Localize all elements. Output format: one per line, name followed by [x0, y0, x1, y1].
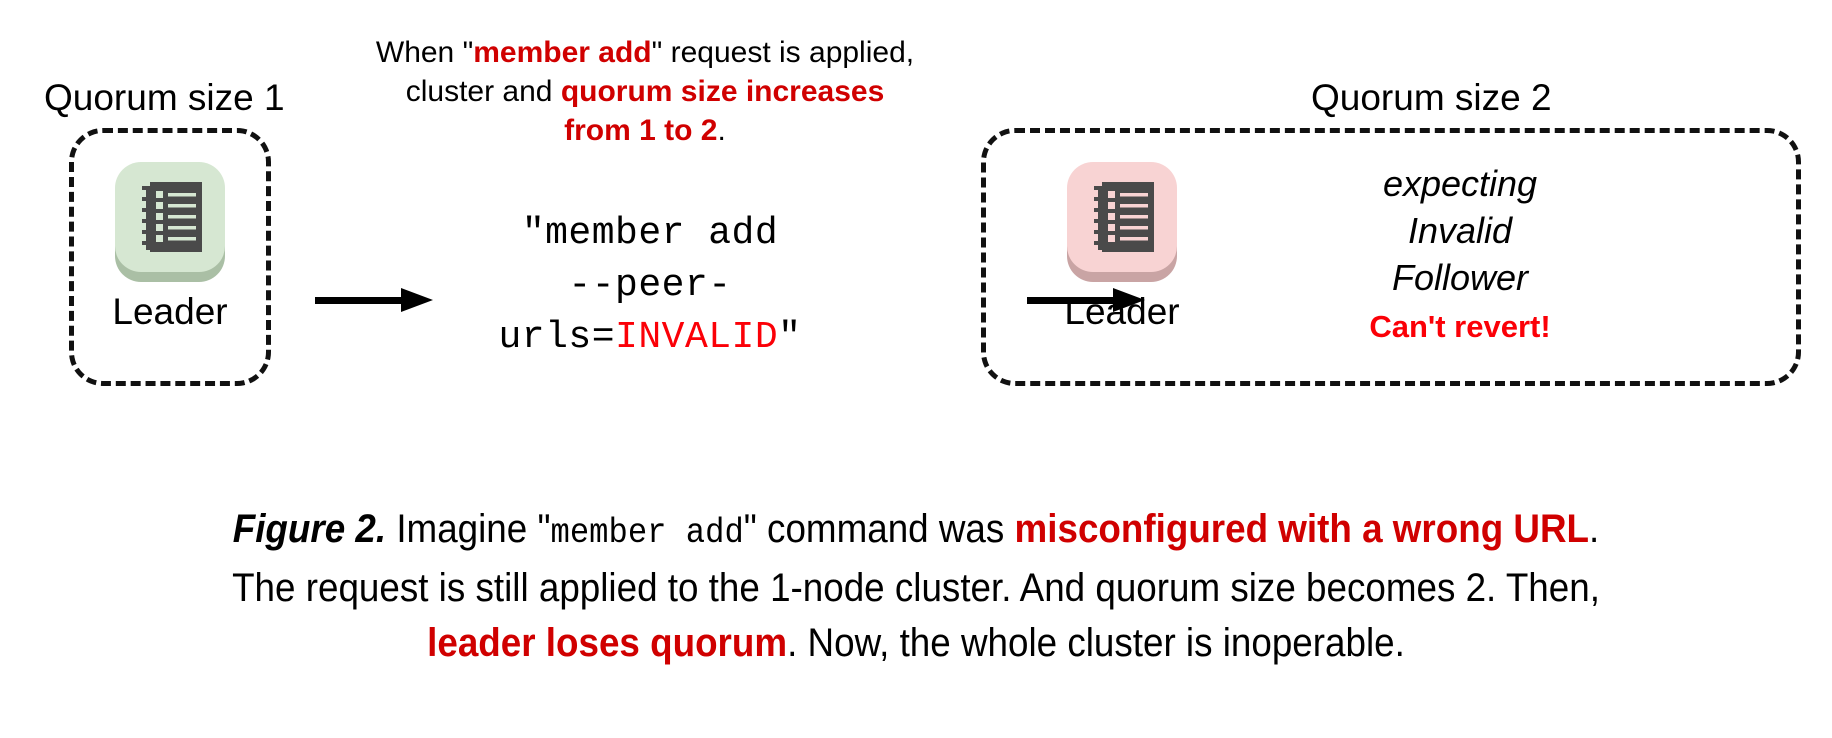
status-warning-cant-revert: Can't revert!: [1369, 309, 1551, 344]
command-line-2: --peer-urls=INVALID": [420, 260, 880, 364]
caption-emphasis-misconfigured: misconfigured with a wrong URL: [1014, 507, 1590, 551]
arrow-shaft: [315, 297, 403, 304]
caption-seg1: Imagine ": [386, 507, 551, 551]
left-cluster-boundary: [69, 128, 271, 386]
right-leader-node: Leader: [1038, 160, 1206, 334]
top-note-part4: .: [717, 114, 726, 147]
arrow-head: [1113, 288, 1145, 312]
caption-emphasis-leader-loses-quorum: leader loses quorum: [427, 621, 788, 665]
status-line-follower: Follower: [1391, 257, 1529, 298]
caption-line-2: The request is still applied to the 1-no…: [232, 566, 1600, 610]
right-node-icon-wrap: [1063, 160, 1181, 284]
status-line-invalid: Invalid: [1407, 210, 1513, 251]
caption-command-mono: member add: [550, 513, 744, 553]
figure-caption: Figure 2. Imagine "member add" command w…: [116, 502, 1717, 671]
notebook-icon: [142, 182, 202, 252]
follower-status-block: expecting Invalid Follower Can't revert!: [1320, 160, 1600, 345]
right-node-icon-tile: [1067, 162, 1177, 272]
right-cluster-title: Quorum size 2: [1311, 77, 1552, 118]
caption-seg3: " command was: [743, 507, 1015, 551]
caption-seg5: .: [1589, 507, 1600, 551]
command-line-1: "member add: [521, 212, 779, 255]
caption-line3-rest: . Now, the whole cluster is inoperable.: [787, 621, 1405, 665]
arrow-head: [401, 288, 433, 312]
top-note-emphasis-quorum-increase: quorum size increases: [560, 75, 885, 108]
top-annotation: When "member add" request is applied, cl…: [325, 33, 965, 150]
right-node-label: Leader: [1064, 291, 1180, 332]
command-flag: --peer-urls=: [498, 264, 732, 359]
left-node-label: Leader: [112, 291, 228, 332]
left-leader-node: Leader: [86, 160, 254, 334]
command-close-quote: ": [778, 316, 802, 359]
command-invalid-value: INVALID: [615, 316, 779, 359]
top-note-part2: " request is applied,: [651, 36, 915, 69]
command-text: "member add --peer-urls=INVALID": [420, 208, 880, 364]
caption-figure-label: Figure 2.: [232, 507, 387, 551]
top-note-part3: cluster and: [405, 75, 561, 108]
left-node-icon-wrap: [111, 160, 229, 284]
top-note-part1: When ": [375, 36, 474, 69]
status-line-expecting: expecting: [1382, 163, 1538, 204]
arrow-right-icon-right: [1027, 285, 1145, 315]
right-cluster-boundary: [981, 128, 1801, 386]
top-note-emphasis-member-add: member add: [473, 36, 652, 69]
arrow-shaft: [1027, 297, 1115, 304]
top-note-emphasis-from-1-to-2: from 1 to 2: [564, 114, 718, 147]
caption-line-1: Figure 2. Imagine "member add" command w…: [116, 502, 1717, 561]
notebook-icon: [1094, 182, 1154, 252]
left-cluster-title: Quorum size 1: [44, 77, 285, 118]
arrow-right-icon-left: [315, 285, 433, 315]
left-node-icon-tile: [115, 162, 225, 272]
caption-line-3: leader loses quorum. Now, the whole clus…: [116, 616, 1717, 671]
